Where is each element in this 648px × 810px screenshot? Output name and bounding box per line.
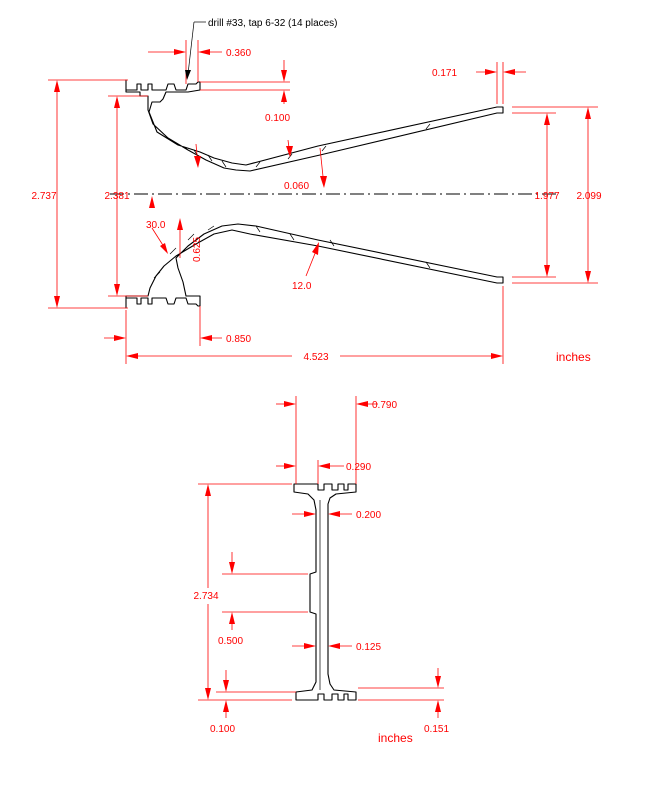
dim-wall: 0.060 [284,181,309,192]
upper-profile-outline [125,79,504,172]
dim-exit-outer: 2.099 [576,191,601,202]
units-label-top: inches [556,350,591,364]
dim-tab: 0.500 [218,636,243,647]
dim-exit-inner: 1.977 [534,191,559,202]
lower-profile-outline [125,223,504,309]
dim-taper-angle: 30.0 [146,220,166,231]
dim-flange-width: 0.360 [226,48,251,59]
dim-neck: 0.625 [192,237,203,262]
dim-lip-thickness: 0.171 [432,68,457,79]
side-view: 0.790 0.290 0.200 2.734 0.500 0.125 0.10… [193,396,449,745]
lower-hatch [153,225,431,279]
dim-width: 0.790 [372,400,397,411]
top-view: drill #33, tap 6-32 (14 places) 0.360 0.… [31,18,602,364]
dim-height: 2.734 [193,591,218,602]
dim-web: 0.290 [346,462,371,473]
dim-rib: 0.125 [356,642,381,653]
dim-overall-height: 2.737 [31,191,56,202]
drill-tap-note: drill #33, tap 6-32 (14 places) [208,18,338,29]
upper-hatch [193,123,431,168]
units-label-side: inches [378,731,413,745]
dim-lip: 0.151 [424,724,449,735]
dim-base-step: 0.100 [210,724,235,735]
dim-overall-length: 4.523 [303,352,328,363]
dim-step: 0.100 [265,113,290,124]
dim-slot: 0.200 [356,510,381,521]
dim-base-offset: 0.850 [226,334,251,345]
dim-inner-height: 2.381 [104,191,129,202]
dim-cone-angle: 12.0 [292,281,312,292]
side-profile-outline [293,483,357,701]
